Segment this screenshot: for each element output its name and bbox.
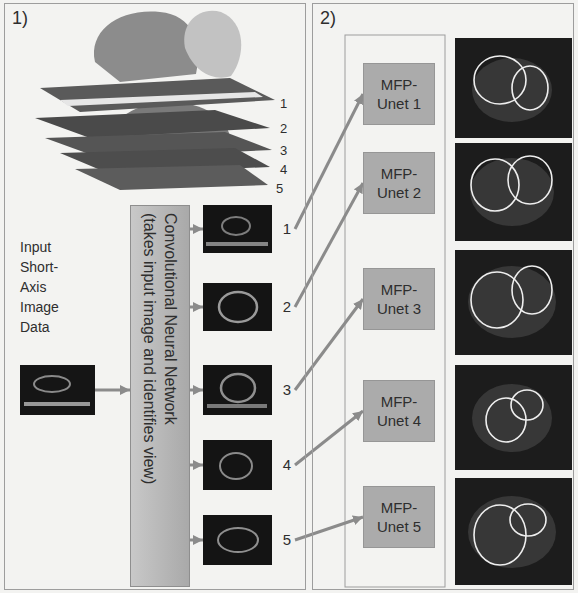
callout-number: 3 — [283, 381, 291, 399]
segmentation-contour — [471, 272, 523, 328]
ultrasound-echo — [34, 376, 70, 392]
callout-number: 2 — [283, 298, 291, 316]
input-caption: Input Short-Axis Image Data — [20, 237, 84, 337]
ultrasound-image — [203, 205, 272, 253]
ultrasound-image — [20, 365, 95, 415]
process-box: MFP-Unet 2 — [363, 152, 435, 214]
heart-chamber — [94, 12, 198, 82]
ultrasound-image — [455, 38, 572, 138]
slice-plane — [75, 165, 268, 190]
segmentation-contour — [510, 504, 546, 536]
ultrasound-image — [203, 515, 272, 565]
callout-number: 5 — [283, 531, 291, 549]
process-box: MFP-Unet 1 — [363, 63, 435, 125]
ultrasound-haze — [470, 158, 554, 226]
flow-arrow — [190, 464, 203, 467]
ultrasound-image — [455, 365, 572, 470]
ultrasound-haze — [468, 266, 556, 338]
process-label: MFP-Unet 4 — [372, 392, 426, 430]
flow-arrow — [190, 228, 203, 231]
ultrasound-image — [455, 250, 572, 355]
heart-model — [35, 11, 275, 190]
segmentation-contour — [486, 398, 526, 442]
segmentation-contour — [511, 390, 543, 420]
segmentation-results — [455, 38, 572, 585]
text-rotator: Convolutional Neural Network(takes input… — [139, 213, 181, 579]
view-image: 5 — [203, 515, 295, 565]
ultrasound-streak — [206, 242, 268, 246]
figure-panel: 1) Input Short-Axis Image Data Convolution… — [4, 3, 306, 590]
callout-number: 4 — [283, 456, 291, 474]
input-thumbnail — [20, 365, 95, 415]
callout-number: 1 — [280, 96, 287, 111]
segmentation-contour — [508, 156, 552, 204]
process-label: MFP-Unet 2 — [372, 164, 426, 202]
ultrasound-image — [203, 440, 272, 490]
ultrasound-image — [455, 478, 572, 585]
segmentation-contour — [474, 56, 526, 104]
input-image: Input Short-Axis Image Data — [20, 365, 95, 415]
callout-number: 2 — [280, 121, 287, 136]
process-box: MFP-Unet 5 — [363, 486, 435, 548]
flow-arrow — [95, 389, 130, 392]
ultrasound-echo — [221, 374, 255, 402]
ultrasound-image — [455, 143, 572, 241]
ultrasound-echo — [222, 217, 250, 235]
process-label: (takes input image and identifies view) — [139, 213, 160, 579]
callout-number: 3 — [280, 143, 287, 158]
callout-number: 1 — [283, 220, 291, 238]
callout-number: 4 — [280, 162, 287, 177]
process-box: MFP-Unet 4 — [363, 380, 435, 442]
slice-highlight — [60, 92, 263, 106]
slice-plane — [40, 78, 275, 112]
view-image: 3 — [203, 365, 295, 415]
process-box: Convolutional Neural Network(takes input… — [130, 205, 190, 587]
segmentation-contour — [512, 266, 552, 314]
slice-plane — [35, 110, 270, 138]
ultrasound-haze — [468, 496, 556, 568]
callout-number: 5 — [276, 181, 283, 196]
process-box: MFP-Unet 3 — [363, 268, 435, 330]
ultrasound-echo — [218, 528, 258, 552]
ultrasound-haze — [472, 58, 552, 122]
process-label: MFP-Unet 3 — [372, 280, 426, 318]
model-group-frame — [345, 35, 445, 587]
ultrasound-streak — [207, 404, 267, 408]
heart-lobe — [184, 11, 241, 78]
panel-label: 2) — [320, 8, 336, 28]
flow-arrow — [190, 539, 203, 542]
panel-label: 1) — [12, 8, 28, 28]
view-image: 4 — [203, 440, 295, 490]
process-label: MFP-Unet 1 — [372, 75, 426, 113]
ultrasound-echo — [219, 292, 257, 322]
flow-arrow — [190, 389, 203, 392]
flow-arrow — [190, 306, 203, 309]
view-image: 2 — [203, 283, 295, 331]
view-image: 1 — [203, 205, 295, 253]
process-label: Convolutional Neural Network — [160, 213, 181, 579]
view-thumbnails — [203, 205, 272, 565]
figure-panel: 2) MFP-Unet 1 MFP-Unet 2 MFP-Unet 3 MFP-Unet… — [312, 3, 574, 590]
segmentation-contour — [474, 505, 526, 565]
ultrasound-haze — [472, 384, 552, 452]
process-label: MFP-Unet 5 — [372, 498, 426, 536]
ultrasound-echo — [220, 453, 252, 479]
ultrasound-image — [203, 365, 272, 415]
ultrasound-streak — [24, 402, 90, 406]
segmentation-contour — [512, 66, 548, 110]
ultrasound-image — [203, 283, 272, 331]
